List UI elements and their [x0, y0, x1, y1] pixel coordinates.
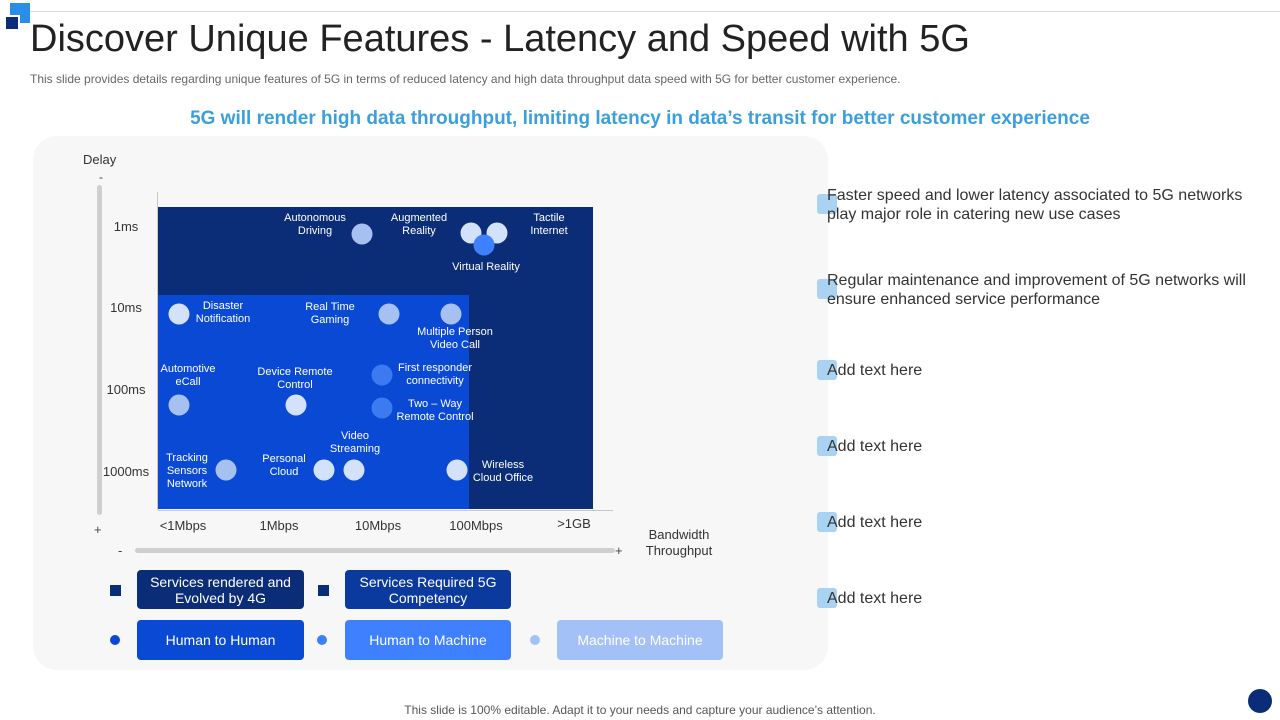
footer-note: This slide is 100% editable. Adapt it to…: [404, 703, 876, 717]
point-real-time-gaming: [378, 303, 400, 325]
bullet-icon: [817, 279, 837, 299]
point-disaster-notification: [168, 303, 190, 325]
legend-services-5g: Services Required 5G Competency: [345, 570, 511, 609]
legend-dot-icon: [110, 635, 120, 645]
point-two-way-remote-control: [371, 397, 393, 419]
x-axis-plus: +: [615, 543, 623, 558]
slide-headline: 5G will render high data throughput, lim…: [190, 108, 1090, 129]
point-automotive-ecall: [168, 394, 190, 416]
point-device-remote-control: [285, 394, 307, 416]
bullet-icon: [817, 512, 837, 532]
y-tick-label: 1ms: [113, 219, 139, 234]
y-axis-minus: -: [99, 170, 103, 184]
point-multiple-person-video-call: [440, 303, 462, 325]
legend-services-4g: Services rendered and Evolved by 4G: [137, 570, 304, 609]
x-tick-label: 100Mbps: [449, 518, 503, 533]
y-axis-title: Delay: [83, 152, 117, 167]
legend-square-icon: [318, 585, 329, 596]
point-video-streaming: [343, 459, 365, 481]
bullet-icon: [817, 588, 837, 608]
y-tick-label: 1000ms: [102, 464, 150, 479]
point-label-virtual-reality: Virtual Reality: [452, 261, 520, 273]
point-text: Add text here: [827, 362, 923, 379]
x-axis-arrow: [135, 548, 615, 553]
point-text: Add text here: [827, 514, 923, 531]
y-axis-arrow: [97, 185, 102, 515]
y-axis-line: [157, 192, 158, 510]
point-text: Faster speed and lower latency associate…: [827, 187, 1243, 223]
point-personal-cloud: [313, 459, 335, 481]
point-wireless-cloud-office: [446, 459, 468, 481]
point-first-responder-connectivity: [371, 364, 393, 386]
x-tick-label: >1GB: [557, 516, 591, 531]
x-tick-label: 1Mbps: [259, 518, 299, 533]
x-tick-label: 10Mbps: [354, 518, 402, 533]
point-text: Add text here: [827, 438, 923, 455]
legend-dot-icon: [530, 635, 540, 645]
y-axis-plus: +: [94, 522, 102, 537]
point-text: Regular maintenance and improvement of 5…: [827, 272, 1246, 308]
bullet-icon: [817, 436, 837, 456]
point-tracking-sensors-network: [215, 459, 237, 481]
top-rule: [30, 11, 1280, 12]
point-text: Add text here: [827, 590, 923, 607]
point-virtual-reality: [473, 234, 495, 256]
x-axis-minus: -: [118, 543, 123, 558]
legend-human-to-human: Human to Human: [137, 620, 304, 660]
slide-title: Discover Unique Features - Latency and S…: [30, 18, 970, 60]
bullet-icon: [817, 360, 837, 380]
legend-human-to-machine: Human to Machine: [345, 620, 511, 660]
corner-square-small-icon: [4, 15, 20, 31]
slide-subtitle: This slide provides details regarding un…: [30, 72, 901, 86]
bullet-icon: [817, 194, 837, 214]
y-tick-label: 10ms: [110, 300, 142, 315]
legend-square-icon: [110, 585, 121, 596]
point-autonomous-driving: [351, 223, 373, 245]
x-axis-title: Bandwidth Throughput: [645, 527, 713, 558]
legend-machine-to-machine: Machine to Machine: [557, 620, 723, 660]
x-axis-line: [158, 510, 613, 511]
x-tick-label: <1Mbps: [159, 518, 207, 533]
corner-circle-icon: [1248, 689, 1272, 713]
legend-dot-icon: [317, 635, 327, 645]
y-tick-label: 100ms: [106, 382, 146, 397]
